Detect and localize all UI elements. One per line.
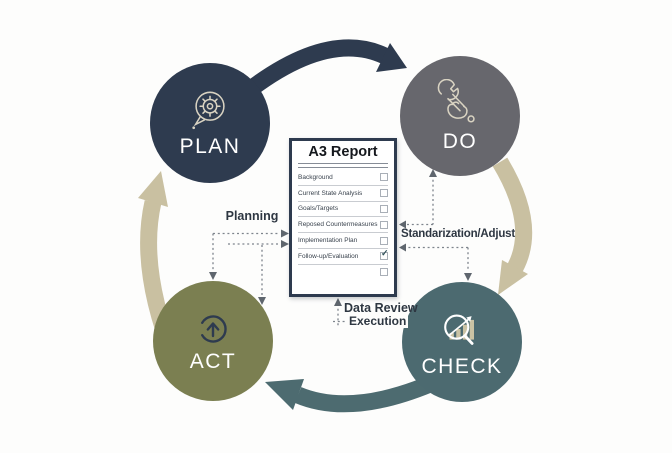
- arrowhead-into-report-1: [281, 229, 289, 238]
- check-circle: CHECK: [402, 282, 522, 402]
- execution-connector-label: Execution: [347, 314, 409, 328]
- arrow-check-to-act: [265, 376, 434, 413]
- checkbox-unchecked: [380, 236, 388, 245]
- checklist-item-label: Current State Analysis: [298, 189, 363, 197]
- check-mark-icon: ✓: [381, 248, 389, 259]
- arrowhead-down-to-check: [464, 273, 472, 281]
- arrowhead-into-report-2: [281, 240, 289, 248]
- checklist-row: Goals/Targets: [298, 202, 388, 218]
- arrow-do-to-check: [492, 157, 533, 295]
- checklist-item-label: Reposed Countermeasures: [298, 221, 378, 229]
- arrowhead-down-to-act: [209, 272, 217, 280]
- bar-chart-bars: [449, 319, 474, 340]
- arrowhead-into-report-right-1: [399, 220, 406, 229]
- checklist-row-empty: [298, 265, 388, 276]
- checklist-row: Implementation Plan: [298, 233, 388, 249]
- circular-up-arrow-icon: [201, 314, 227, 343]
- checklist-item-label: Goals/Targets: [298, 205, 339, 213]
- checklist-row: Current State Analysis: [298, 186, 388, 202]
- title-divider: [298, 163, 388, 164]
- standardization-adjust-connector-label: Standarization/Adjust: [400, 228, 515, 240]
- data-review-connector-label: Data Review: [344, 301, 418, 315]
- checklist-row: Follow-up/Evaluation ✓: [298, 248, 389, 265]
- checklist-row: Reposed Countermeasures: [298, 217, 388, 234]
- do-label: DO: [442, 129, 478, 153]
- planning-connector-label: Planning: [225, 209, 279, 223]
- act-circle: ACT: [153, 281, 273, 401]
- do-circle: DO: [400, 56, 520, 176]
- checkbox-unchecked: [380, 204, 388, 213]
- checkbox-unchecked: [380, 173, 388, 182]
- gear-speech-bubble-icon: [192, 91, 225, 129]
- arrowhead-into-report-right-2: [399, 243, 406, 252]
- title-divider-2: [298, 167, 388, 168]
- checkbox-checked: ✓: [380, 248, 389, 261]
- checkbox-unchecked: [380, 220, 388, 229]
- check-label: CHECK: [421, 354, 503, 378]
- act-label: ACT: [189, 349, 237, 373]
- arrowhead-up-to-report-bottom: [334, 298, 342, 306]
- arrowhead-down-to-act-2: [258, 297, 266, 305]
- checklist-item-label: Follow-up/Evaluation: [298, 252, 359, 260]
- plan-label: PLAN: [179, 134, 241, 158]
- arrow-plan-to-do: [246, 39, 407, 95]
- checkbox-unchecked: [380, 267, 388, 276]
- a3-report-title: A3 Report: [308, 144, 378, 160]
- plan-circle: PLAN: [150, 63, 270, 183]
- a3-report-card: A3 Report Background Current State Analy…: [289, 138, 397, 297]
- arrowhead-up-to-do: [429, 169, 437, 177]
- checkbox-unchecked: [380, 189, 388, 198]
- checklist-item-label: Implementation Plan: [298, 237, 358, 245]
- checklist-item-label: Background: [298, 173, 333, 181]
- checklist-row: Background: [298, 170, 388, 186]
- wrench-in-fist-icon: [437, 78, 475, 123]
- magnifier-bar-chart-icon: [444, 314, 474, 345]
- a3-checklist: Background Current State Analysis Goals/…: [298, 170, 389, 276]
